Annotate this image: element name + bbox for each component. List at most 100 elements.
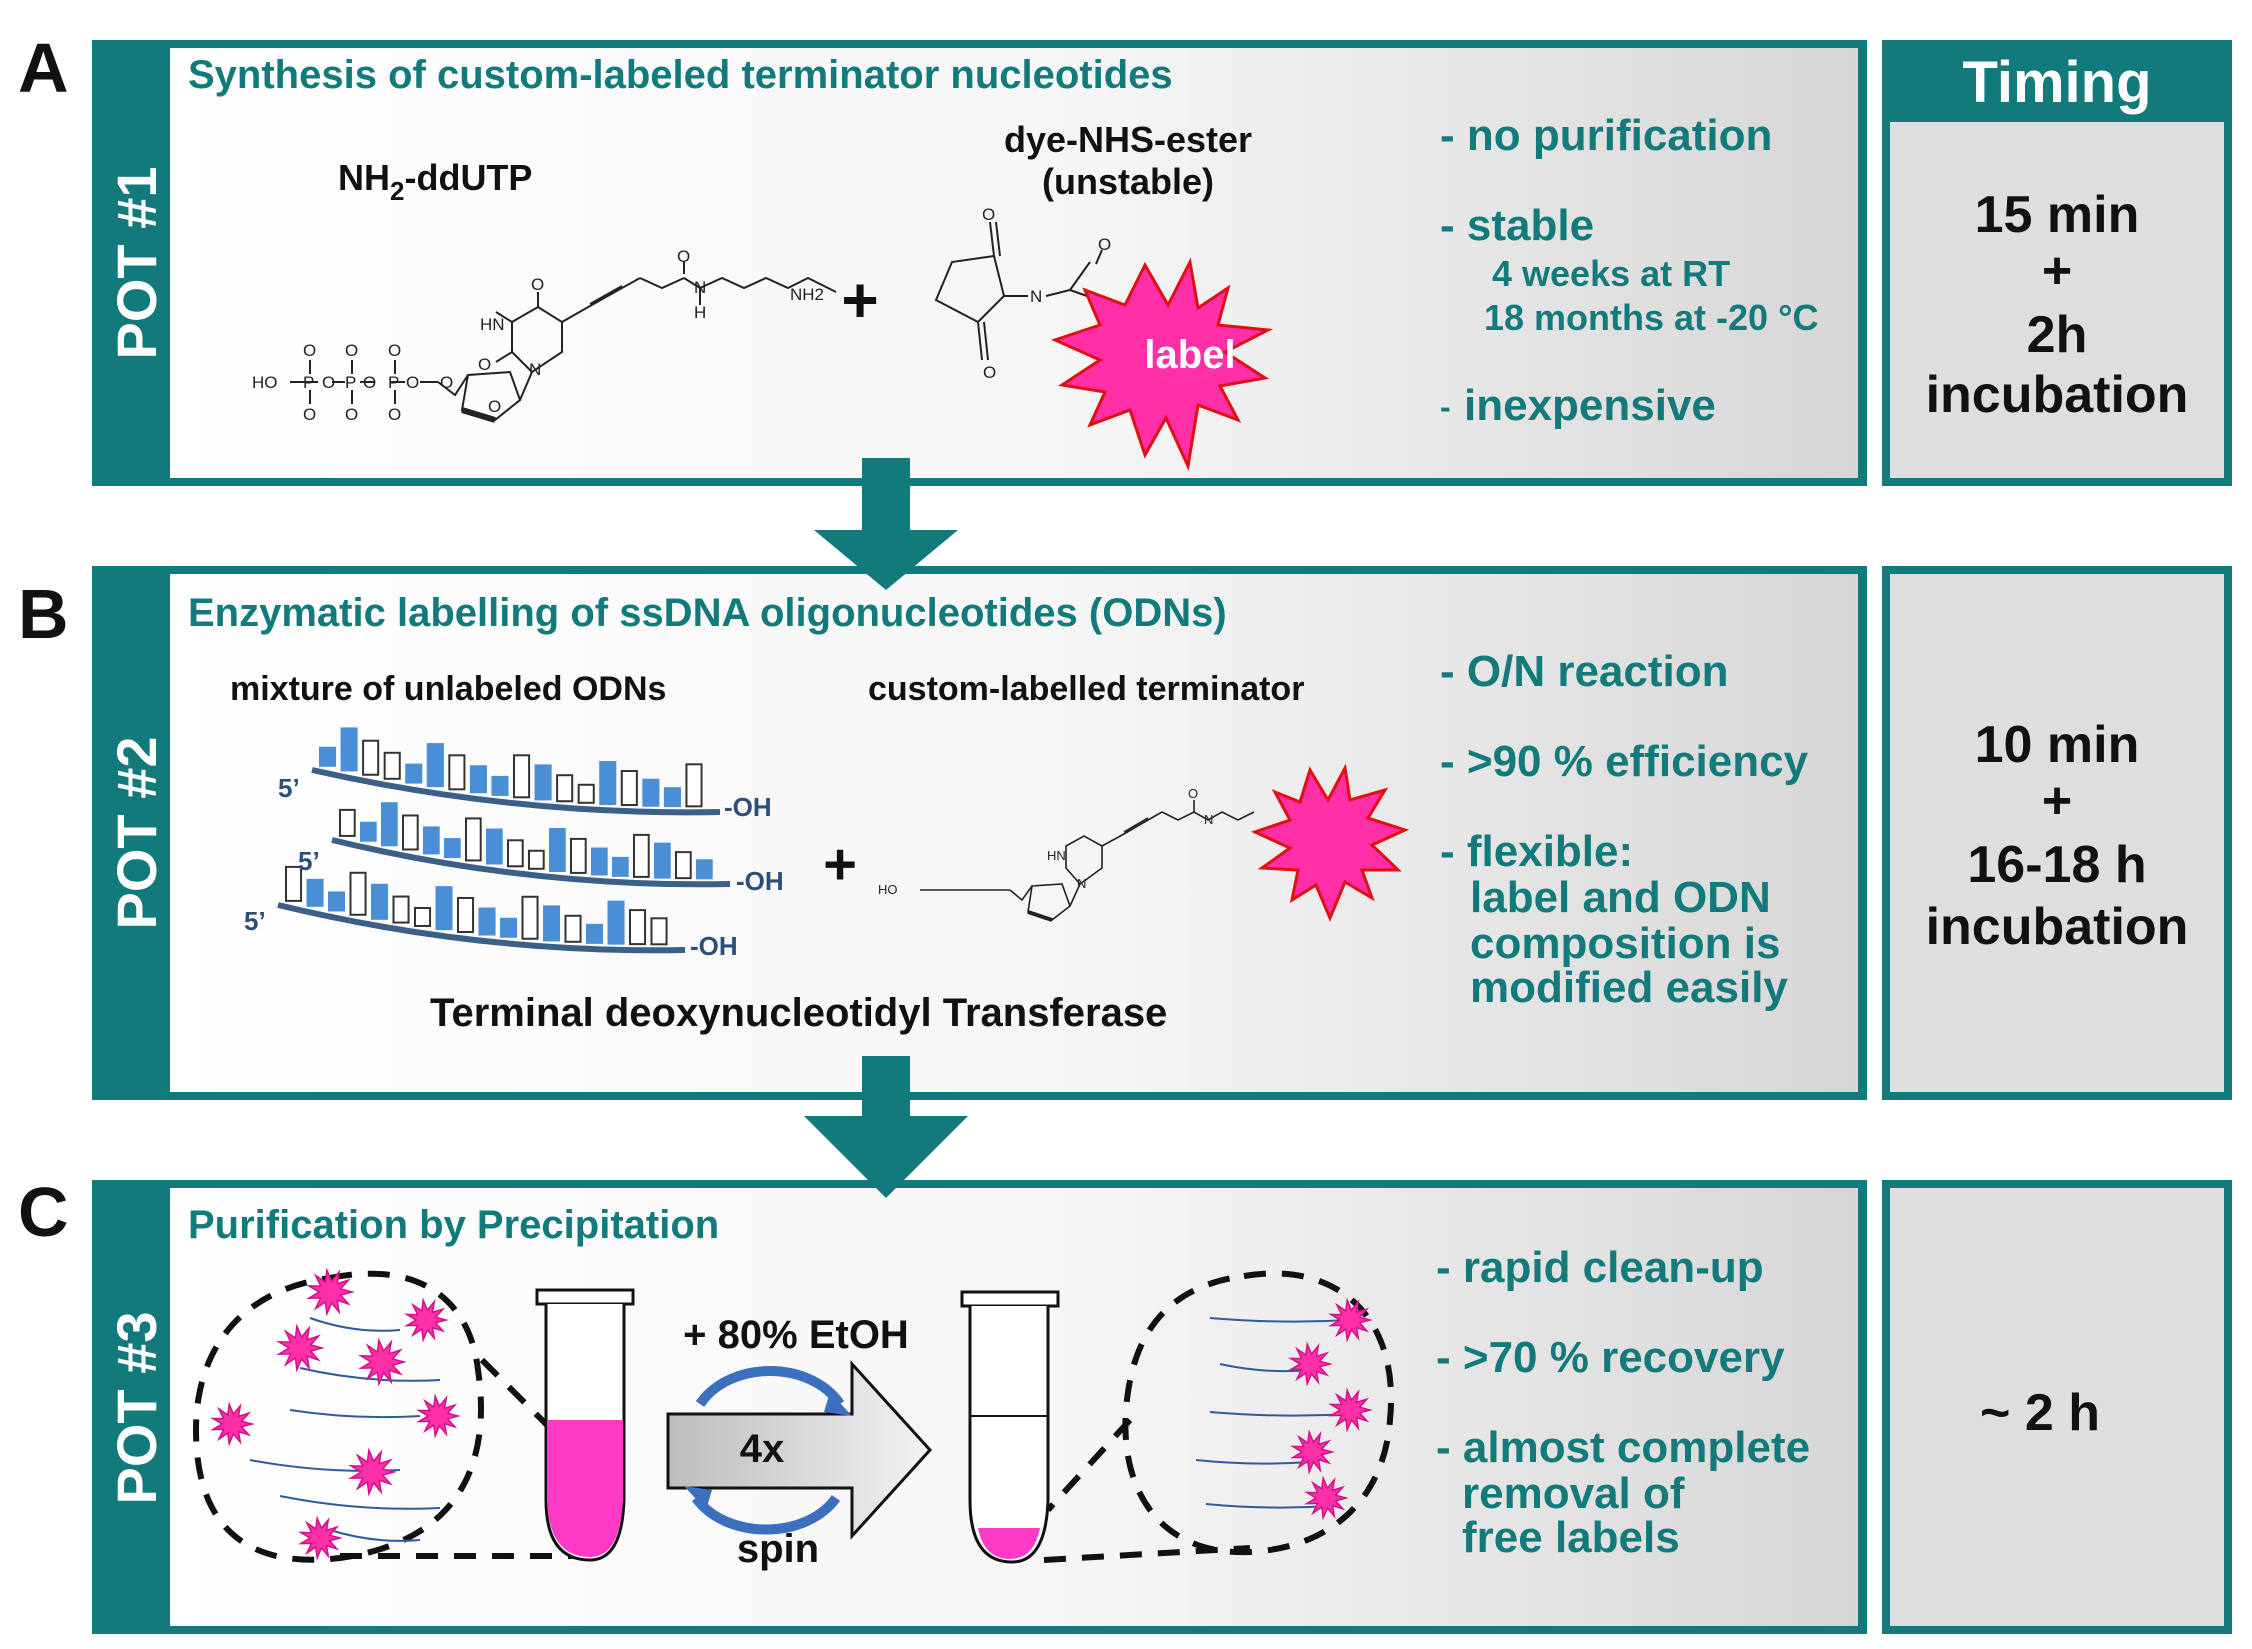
- odn-backbone: [311, 767, 721, 816]
- timing-header: Timing: [1962, 50, 2151, 115]
- nucleotide-base: [381, 802, 398, 847]
- svg-text:N: N: [1030, 287, 1042, 306]
- nucleotide-base: [371, 883, 389, 920]
- svg-text:O: O: [345, 405, 358, 424]
- pot2-features: - O/N reaction - >90 % efficiency - flex…: [1440, 647, 1809, 1012]
- dye-label-icon: [298, 1515, 343, 1561]
- spin-step: spin: [737, 1527, 819, 1571]
- nucleotide-base: [500, 917, 518, 938]
- nhs-ester-structure: [934, 221, 1105, 361]
- nucleotide-base: [435, 886, 453, 931]
- nucleotide-base: [486, 828, 503, 865]
- cycle-arrow-top-icon: [695, 1366, 845, 1408]
- nucleotide-base: [457, 896, 475, 933]
- reactant-dye-nhs-ester: dye-NHS-ester: [1004, 119, 1252, 160]
- svg-text:NH2: NH2: [790, 285, 824, 304]
- nucleotide-base: [349, 871, 367, 916]
- nucleotide-base: [465, 817, 482, 862]
- pot1-features: - no purification - stable 4 weeks at RT…: [1440, 111, 1818, 430]
- svg-text:10 min: 10 min: [1975, 716, 2140, 774]
- odn-thread: [1209, 1317, 1351, 1323]
- zoom-line-right-top: [1045, 1417, 1133, 1513]
- oh-2: -OH: [736, 866, 784, 896]
- nucleotide-base: [696, 859, 713, 880]
- nucleotide-base: [654, 842, 671, 879]
- svg-text:- O/N reaction: - O/N reaction: [1440, 647, 1729, 696]
- nucleotide-base: [491, 775, 509, 796]
- oh-3: -OH: [690, 931, 738, 961]
- svg-text:- >90 % efficiency: - >90 % efficiency: [1440, 737, 1809, 786]
- svg-text:O: O: [982, 205, 995, 224]
- svg-text:O: O: [478, 355, 491, 374]
- dye-label-icon: [348, 1447, 397, 1497]
- svg-text:P: P: [388, 373, 399, 392]
- dye-label-icon: [1304, 1475, 1349, 1521]
- svg-text:- >70 % recovery: - >70 % recovery: [1436, 1333, 1785, 1382]
- odn-thread: [289, 1409, 421, 1419]
- timing-a: 15 min + 2h incubation: [1926, 186, 2189, 424]
- svg-text:O: O: [388, 341, 401, 360]
- svg-text:O: O: [440, 373, 453, 392]
- nucleotide-base: [319, 746, 337, 767]
- nucleotide-base: [360, 821, 377, 842]
- svg-text:modified easily: modified easily: [1470, 963, 1788, 1012]
- nucleotide-base: [306, 878, 324, 907]
- nucleotide-base: [685, 763, 703, 808]
- nucleotide-base: [478, 907, 496, 936]
- timing-c: ~ 2 h: [1980, 1384, 2100, 1442]
- dye-label-icon: [210, 1401, 255, 1447]
- nucleotide-base: [414, 906, 432, 927]
- nucleotide-base: [513, 754, 531, 799]
- svg-text:H: H: [694, 303, 706, 322]
- odn-thread: [309, 1317, 401, 1332]
- nucleotide-base: [534, 764, 552, 801]
- ddutp-atom-labels: HO P P P O O O O O O O O O O O N HN O O …: [252, 247, 824, 424]
- svg-text:15 min: 15 min: [1975, 186, 2140, 244]
- unlabeled-odns-label: mixture of unlabeled ODNs: [230, 670, 666, 708]
- nucleotide-base: [528, 849, 545, 870]
- reactant-nh2-ddutp: NH2-ddUTP: [338, 157, 532, 206]
- plus-sign-a: +: [841, 264, 878, 336]
- nucleotide-base: [663, 787, 681, 808]
- nucleotide-base: [426, 743, 444, 788]
- terminator-structure: [920, 800, 1255, 922]
- pot2-content-box: [170, 574, 1858, 1092]
- svg-text:O: O: [345, 341, 358, 360]
- plus-sign-b: +: [823, 832, 857, 897]
- svg-text:N: N: [529, 360, 541, 379]
- dye-label-icon: [306, 1267, 355, 1317]
- nucleotide-base: [564, 914, 582, 943]
- terminator-atom-labels: HO HN N O N: [878, 786, 1213, 897]
- svg-text:N: N: [694, 278, 706, 297]
- panel-letter-c: C: [18, 1173, 69, 1251]
- svg-text:composition is: composition is: [1470, 919, 1780, 968]
- nucleotide-base: [633, 833, 650, 878]
- odn-thread: [1195, 1459, 1311, 1465]
- svg-text:4 weeks at RT: 4 weeks at RT: [1492, 253, 1730, 294]
- centrifuge-arrow: [666, 1360, 933, 1540]
- label-star-icon: [1050, 257, 1274, 472]
- svg-text:label and ODN: label and ODN: [1470, 873, 1771, 922]
- nucleotide-base: [328, 891, 346, 912]
- svg-text:- almost complete: - almost complete: [1436, 1423, 1810, 1472]
- svg-text:-: -: [1440, 389, 1451, 425]
- nucleotide-base: [469, 765, 487, 794]
- nucleotide-base: [423, 826, 440, 855]
- dye-label-icon: [358, 1337, 407, 1387]
- dye-label-icon: [1328, 1387, 1373, 1433]
- pot3-features: - rapid clean-up - >70 % recovery - almo…: [1436, 1243, 1810, 1562]
- nucleotide-base: [629, 909, 647, 946]
- nucleotide-base: [339, 808, 356, 837]
- svg-text:P: P: [345, 373, 356, 392]
- nucleotide-base: [543, 905, 561, 942]
- tube-before: [535, 1288, 635, 1562]
- nucleotide-base: [599, 761, 617, 806]
- svg-text:inexpensive: inexpensive: [1464, 381, 1716, 430]
- pot2-label: POT #2: [105, 737, 168, 930]
- svg-text:N: N: [1204, 812, 1213, 827]
- svg-text:O: O: [303, 341, 316, 360]
- nucleotide-base: [507, 839, 524, 868]
- pot1-title: Synthesis of custom-labeled terminator n…: [188, 53, 1173, 97]
